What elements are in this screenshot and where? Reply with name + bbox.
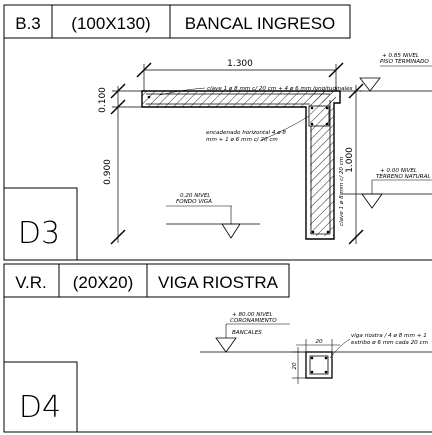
level-marker-top: + 0.85 NIVEL PISO TERMINADO bbox=[359, 53, 432, 92]
level-marker-crown: + 80.00 NIVEL CORONAMIENTO BANCALES bbox=[200, 312, 432, 353]
section-title: VIGA RIOSTRA bbox=[158, 273, 279, 292]
beam-rebar-1: viga riostra / 4 ø 8 mm + 1 bbox=[351, 333, 427, 339]
level-marker-mid: + 0.00 NIVEL TERRENO NATURAL bbox=[340, 168, 432, 209]
note-tie-2: mm + 1 ø 6 mm c/ 20 cm bbox=[206, 137, 278, 143]
level-crown-label2: BANCALES bbox=[232, 330, 262, 336]
level-bot-label: FONDO VIGA bbox=[176, 199, 212, 205]
level-marker-bottom: 0.20 NIVEL FONDO VIGA bbox=[166, 193, 260, 239]
title-box-name bbox=[169, 4, 351, 39]
section-size: (100X130) bbox=[71, 14, 150, 33]
beam-height-label: 20 bbox=[292, 362, 298, 370]
slab-hatch bbox=[142, 91, 336, 107]
beam-section: 20 20 viga riostra / 4 ø 8 mm + 1 estrib… bbox=[292, 333, 429, 384]
section-vr: V.R. (20X20) VIGA RIOSTRA D4 + 80.00 NIV… bbox=[3, 263, 432, 433]
dim-width: 1.300 bbox=[136, 59, 344, 91]
level-mid-label: TERRENO NATURAL bbox=[376, 174, 431, 180]
section-title: BANCAL INGRESO bbox=[185, 14, 336, 33]
section-size: (20X20) bbox=[73, 273, 133, 292]
rebar-dot bbox=[311, 230, 315, 234]
rebar-dot bbox=[325, 122, 329, 126]
concrete-section bbox=[141, 90, 341, 240]
level-top-label: PISO TERMINADO bbox=[380, 59, 429, 65]
level-bot-value: 0.20 NIVEL bbox=[180, 193, 211, 199]
beam-rebar-2: estribo ø 6 mm cada 20 cm bbox=[351, 340, 429, 346]
leader-tie bbox=[261, 115, 310, 141]
rebar-dot bbox=[147, 95, 151, 99]
level-crown-value: + 80.00 NIVEL bbox=[232, 312, 273, 318]
note-top-rebar: clave 1 ø 8 mm c/ 20 cm + 4 ø 6 mm longi… bbox=[207, 86, 353, 92]
rebar-dot bbox=[325, 106, 329, 110]
leader-top-rebar bbox=[159, 87, 206, 96]
note-wall-rebar: clave 1 ø 8 mm c/ 20 cm bbox=[339, 156, 345, 226]
title-box-name bbox=[146, 263, 290, 298]
section-code: V.R. bbox=[15, 273, 47, 292]
beam-width-label: 20 bbox=[315, 339, 323, 345]
section-code: B.3 bbox=[15, 14, 41, 33]
section-outline bbox=[141, 90, 341, 240]
rebar-dot bbox=[310, 122, 314, 126]
dim-width-label: 1.300 bbox=[227, 59, 253, 69]
rebar-dot bbox=[310, 106, 314, 110]
section-b3: B.3 (100X130) BANCAL INGRESO D3 bbox=[3, 4, 432, 261]
dim-left: 0.100 0.900 bbox=[98, 83, 142, 245]
beam-outline bbox=[305, 351, 333, 379]
level-top-value: + 0.85 NIVEL bbox=[382, 53, 419, 59]
dim-right: 1.000 bbox=[340, 83, 364, 245]
level-crown-label1: CORONAMIENTO bbox=[230, 318, 277, 324]
dim-top-thickness-label: 0.100 bbox=[98, 87, 108, 113]
rebar-dot bbox=[326, 230, 330, 234]
detail-label: D3 bbox=[18, 216, 60, 251]
dim-height-left-label: 0.900 bbox=[103, 159, 113, 185]
wall-hatch bbox=[310, 91, 336, 236]
note-tie-1: encadenado horizontal 4 ø 8 bbox=[206, 130, 286, 136]
beam-stirrup bbox=[309, 355, 329, 375]
detail-label: D4 bbox=[19, 390, 61, 425]
dim-height-right-label: 1.000 bbox=[345, 147, 355, 173]
level-mid-value: + 0.00 NIVEL bbox=[380, 168, 417, 174]
